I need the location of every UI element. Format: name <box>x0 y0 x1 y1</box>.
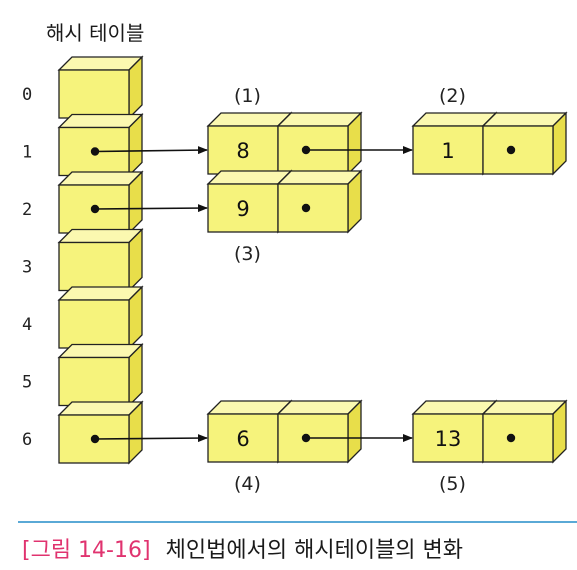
node-link-cell <box>276 399 363 464</box>
node-step-label: (4) <box>234 473 261 495</box>
table-slot-4 <box>57 285 144 350</box>
cell-front-face <box>207 413 279 463</box>
node-value: 6 <box>236 427 249 451</box>
cell-front-face <box>207 183 279 233</box>
node-step-label: (5) <box>439 473 466 495</box>
table-slot-6 <box>57 400 144 465</box>
cell-top-face <box>57 56 144 71</box>
caption-label: [그림 14-16] <box>22 538 151 563</box>
node-link-cell <box>481 399 568 464</box>
cell-front-face <box>58 241 130 292</box>
cell-top-face <box>276 112 363 127</box>
cell-top-face <box>276 400 363 415</box>
chain-node-n2: 1 (2) <box>411 85 568 176</box>
node-value: 1 <box>441 139 454 163</box>
node-value: 9 <box>236 197 249 221</box>
chain-nodes: 8 (1) 1 (2) 9 (3) 6 (4) 13 (5) <box>206 85 568 495</box>
cell-top-face <box>57 286 144 301</box>
slot-index-label: 5 <box>22 373 32 393</box>
cell-top-face <box>57 401 144 416</box>
node-value: 8 <box>236 139 249 163</box>
cell-front-face <box>482 125 554 175</box>
cell-top-face <box>206 400 293 415</box>
cell-front-face <box>482 413 554 463</box>
slot-index-label: 2 <box>22 200 32 220</box>
cell-top-face <box>57 228 144 244</box>
table-slot-3 <box>57 227 144 293</box>
table-slot-2 <box>57 170 144 235</box>
slot-index-label: 4 <box>22 315 32 335</box>
node-link-cell <box>276 111 363 176</box>
hash-table-column: 0 1 2 3 4 5 6 <box>22 55 144 465</box>
table-slot-5 <box>57 342 144 408</box>
cell-top-face <box>411 112 498 127</box>
cell-top-face <box>276 170 363 185</box>
cell-top-face <box>57 171 144 186</box>
cell-top-face <box>206 112 293 127</box>
chain-node-n1: 8 (1) <box>206 85 363 176</box>
table-slot-1 <box>57 112 144 178</box>
chain-node-n5: 13 (5) <box>411 399 568 495</box>
cell-front-face <box>277 183 349 233</box>
cell-top-face <box>481 112 568 127</box>
cell-top-face <box>57 343 144 359</box>
cell-front-face <box>58 299 130 349</box>
cell-front-face <box>412 125 484 175</box>
node-link-cell <box>481 111 568 176</box>
link-arrow-slot-2-n3 <box>94 204 208 213</box>
cell-front-face <box>207 125 279 175</box>
table-slot-0 <box>57 55 144 120</box>
slot-index-label: 1 <box>22 143 32 163</box>
link-arrow-slot-6-n4 <box>94 434 208 443</box>
cell-front-face <box>58 356 130 407</box>
node-step-label: (2) <box>439 85 466 107</box>
cell-top-face <box>481 400 568 415</box>
cell-front-face <box>58 69 130 119</box>
cell-front-face <box>412 413 484 463</box>
slot-index-label: 0 <box>22 85 32 105</box>
node-step-label: (1) <box>234 85 261 107</box>
cell-top-face <box>57 113 144 129</box>
node-value: 13 <box>435 427 462 451</box>
node-link-cell <box>276 169 363 234</box>
figure-caption: [그림 14-16] 체인법에서의 해시테이블의 변화 <box>22 538 463 563</box>
cell-top-face <box>411 400 498 415</box>
chain-links <box>94 146 413 443</box>
pointer-dot <box>506 433 516 443</box>
node-step-label: (3) <box>234 243 261 265</box>
diagram-title: 해시 테이블 <box>46 21 144 45</box>
pointer-dot <box>301 203 311 213</box>
pointer-dot <box>506 145 516 155</box>
cell-top-face <box>206 170 293 185</box>
link-arrow-slot-1-n1 <box>94 146 208 155</box>
caption-text: 체인법에서의 해시테이블의 변화 <box>166 538 463 563</box>
slot-index-label: 3 <box>22 258 32 278</box>
chain-node-n4: 6 (4) <box>206 399 363 495</box>
slot-index-label: 6 <box>22 430 32 450</box>
chain-node-n3: 9 (3) <box>206 169 363 265</box>
